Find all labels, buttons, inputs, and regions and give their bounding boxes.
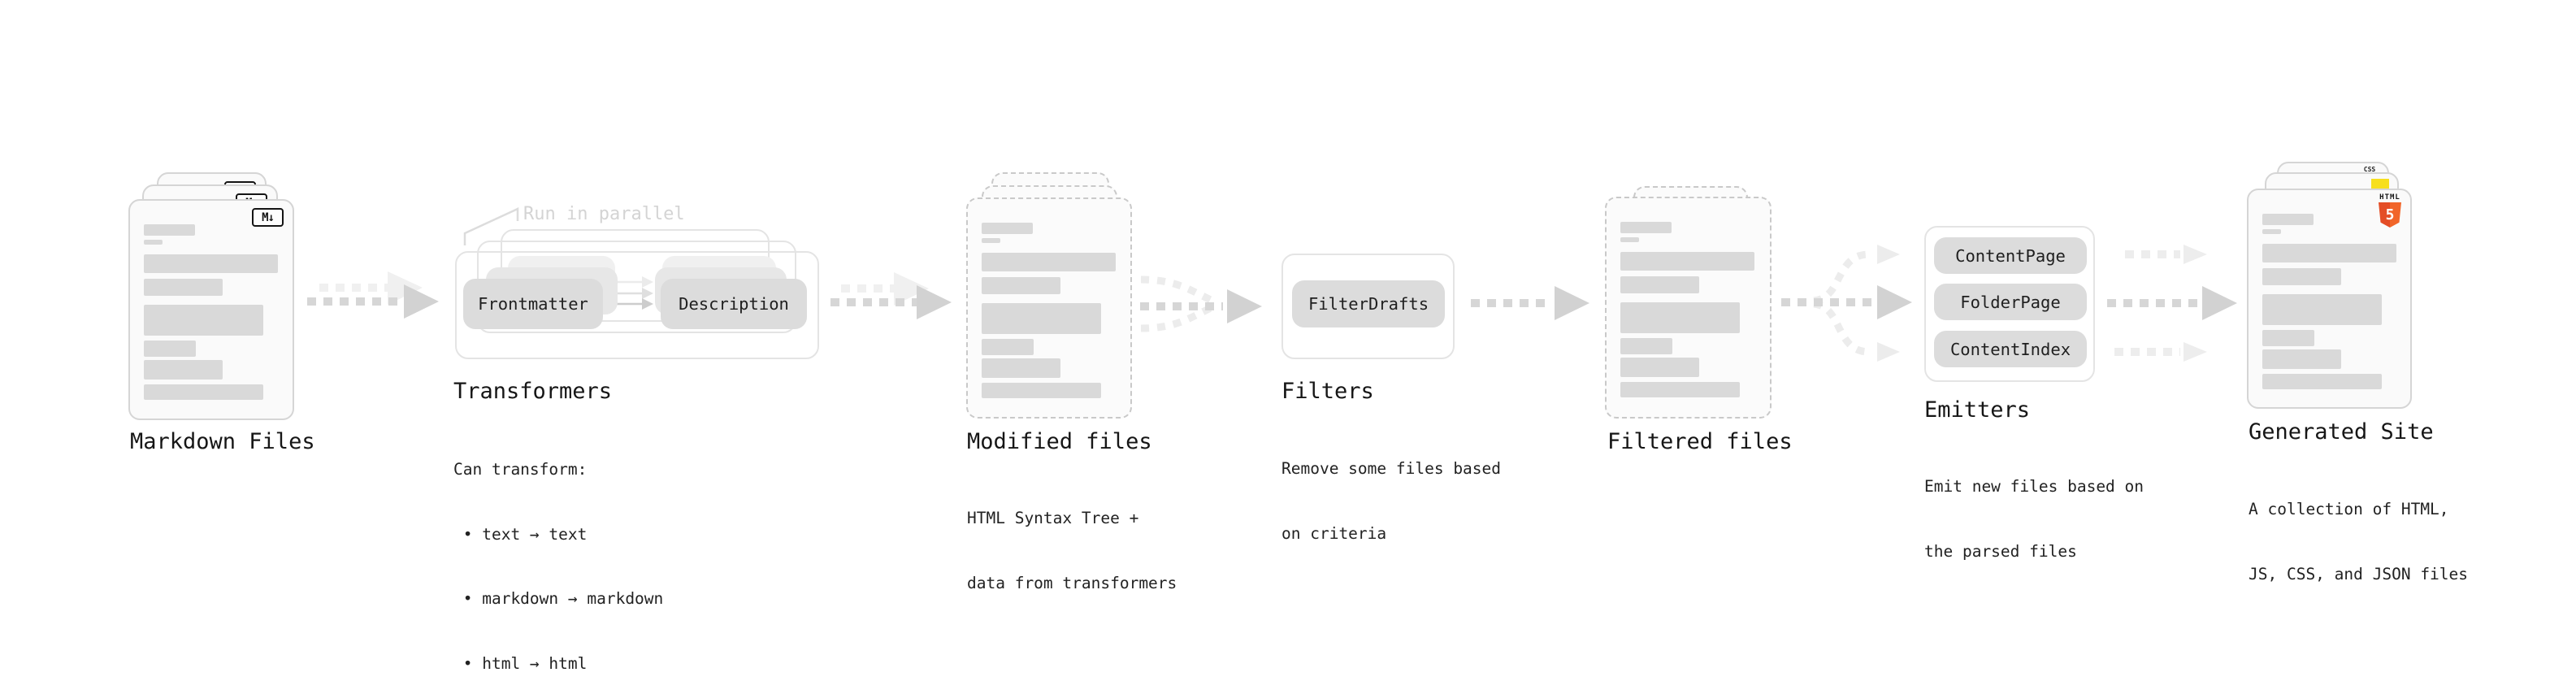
run-in-parallel-note: Run in parallel <box>523 204 685 224</box>
arrow-transformers-to-modified <box>830 272 952 319</box>
text-line-placeholder <box>144 224 195 236</box>
emitter-pill-contentindex: ContentIndex <box>1934 331 2087 367</box>
arrow-modified-to-filters <box>1140 275 1262 332</box>
html5-icon-word: HTML <box>2379 193 2400 202</box>
text-line-placeholder <box>144 279 223 296</box>
arrow-filtered-to-emitters <box>1781 245 1912 362</box>
document-text-placeholder <box>144 224 278 400</box>
filters-frame <box>1281 254 1455 359</box>
document-text-placeholder <box>982 223 1116 398</box>
document-text-placeholder <box>2262 214 2396 389</box>
modified-file-card-front <box>966 197 1132 419</box>
markdown-file-card-front: M↓ <box>128 199 294 420</box>
emitter-pill-contentpage: ContentPage <box>1934 237 2087 274</box>
transformer-pill-frontmatter: Frontmatter <box>463 279 603 329</box>
text-line-placeholder <box>982 277 1060 294</box>
text-line-placeholder <box>982 253 1116 271</box>
text-line-placeholder <box>1620 237 1639 242</box>
desc-line: A collection of HTML, <box>2249 500 2449 518</box>
text-line-placeholder <box>982 339 1034 355</box>
text-line-placeholder <box>1620 222 1672 233</box>
stage-label-modified-files: Modified files <box>967 429 1152 454</box>
text-line-placeholder <box>144 254 278 273</box>
stage-label-markdown-files: Markdown Files <box>130 429 315 454</box>
desc-line: JS, CSS, and JSON files <box>2249 564 2469 583</box>
stage-desc-generated-site: A collection of HTML, JS, CSS, and JSON … <box>2249 456 2468 628</box>
text-line-placeholder <box>2262 268 2341 285</box>
text-line-placeholder <box>1620 252 1754 271</box>
text-line-placeholder <box>2262 374 2382 389</box>
desc-line: the parsed files <box>1924 541 2077 561</box>
text-line-placeholder <box>2262 330 2314 346</box>
desc-line: HTML Syntax Tree + <box>967 509 1139 527</box>
filter-pill-filterdrafts: FilterDrafts <box>1292 280 1445 327</box>
text-line-placeholder <box>982 358 1060 378</box>
arrow-filters-to-filtered <box>1471 286 1589 320</box>
desc-line: Remove some files based <box>1281 459 1502 478</box>
html5-icon-shield: 5 <box>2379 202 2401 228</box>
text-line-placeholder <box>982 223 1033 234</box>
stage-label-filtered-files: Filtered files <box>1607 429 1793 454</box>
stage-label-filters: Filters <box>1281 379 1374 404</box>
text-line-placeholder <box>1620 302 1740 333</box>
text-line-placeholder <box>144 360 223 380</box>
desc-line: on criteria <box>1281 523 1387 543</box>
text-line-placeholder <box>2262 349 2341 369</box>
desc-line: Can transform: <box>453 460 588 479</box>
text-line-placeholder <box>982 303 1101 334</box>
text-line-placeholder <box>144 384 263 400</box>
emitter-pill-folderpage: FolderPage <box>1934 284 2087 320</box>
desc-line: data from transformers <box>967 573 1177 592</box>
transformer-frame-front <box>455 251 819 359</box>
text-line-placeholder <box>982 238 1000 243</box>
text-line-placeholder <box>1620 382 1740 397</box>
stage-desc-filters: Remove some files based on criteria <box>1281 415 1501 588</box>
emitters-frame <box>1924 226 2095 382</box>
text-line-placeholder <box>982 383 1101 398</box>
stage-label-generated-site: Generated Site <box>2249 419 2434 445</box>
filtered-file-card-front <box>1605 197 1772 419</box>
arrow-markdown-to-transformers <box>307 271 439 319</box>
stage-desc-transformers: Can transform: • text → text • markdown … <box>453 416 663 681</box>
stage-desc-emitters: Emit new files based on the parsed files <box>1924 433 2144 605</box>
document-text-placeholder <box>1620 222 1754 397</box>
javascript-icon <box>2371 179 2389 190</box>
stage-label-emitters: Emitters <box>1924 397 2031 423</box>
text-line-placeholder <box>144 340 196 357</box>
arrow-emitters-to-generated <box>2107 245 2237 362</box>
text-line-placeholder <box>144 305 263 336</box>
desc-line: Emit new files based on <box>1924 477 2144 496</box>
text-line-placeholder <box>144 240 163 245</box>
stage-desc-modified-files: HTML Syntax Tree + data from transformer… <box>967 465 1177 637</box>
text-line-placeholder <box>2262 244 2396 262</box>
text-line-placeholder <box>2262 229 2281 234</box>
desc-line: • html → html <box>453 653 588 673</box>
stage-label-transformers: Transformers <box>453 379 613 404</box>
generated-file-card-html: HTML 5 <box>2247 189 2412 409</box>
text-line-placeholder <box>1620 276 1699 293</box>
text-line-placeholder <box>2262 294 2382 325</box>
transformer-pill-description: Description <box>661 279 807 329</box>
html5-icon: HTML 5 <box>2376 194 2404 228</box>
text-line-placeholder <box>1620 338 1672 354</box>
desc-line: • text → text <box>453 524 588 544</box>
css-icon-word: CSS <box>2363 166 2376 173</box>
text-line-placeholder <box>1620 358 1699 377</box>
desc-line: • markdown → markdown <box>453 589 664 608</box>
markdown-icon: M↓ <box>252 208 284 227</box>
text-line-placeholder <box>2262 214 2314 225</box>
